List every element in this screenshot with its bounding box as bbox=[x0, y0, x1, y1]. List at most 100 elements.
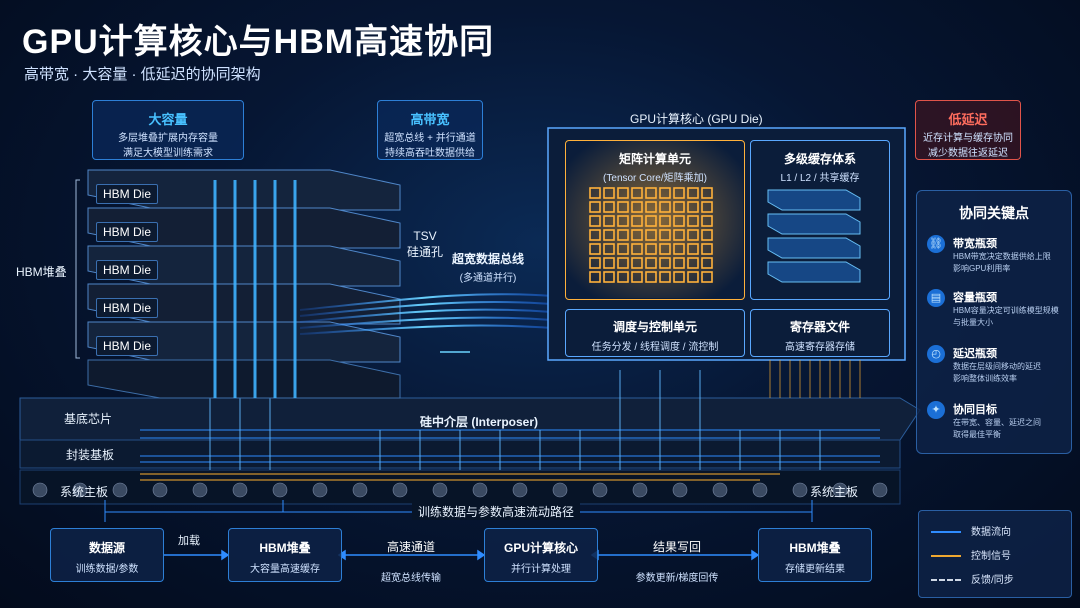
matrix-unit-title: 矩阵计算单元 bbox=[618, 152, 691, 166]
key-item-desc-1a: HBM带宽决定数据供给上限 bbox=[953, 252, 1051, 261]
page-title: GPU计算核心与HBM高速协同 bbox=[22, 23, 495, 61]
control-unit-sub: 任务分发 / 线程调度 / 流控制 bbox=[591, 342, 719, 353]
flow-arrow-label-1: 加载 bbox=[178, 535, 200, 547]
callout-capacity-desc: 多层堆叠扩展内存容量 满足大模型训练需求 bbox=[93, 131, 243, 161]
flow-box-title-2: HBM堆叠 bbox=[259, 541, 311, 555]
legend-row-control: 控制信号 bbox=[931, 547, 1011, 562]
register-file: 寄存器文件 高速寄存器存储 bbox=[750, 309, 890, 357]
flow-box-title-4: HBM堆叠 bbox=[789, 541, 841, 555]
key-item-desc-2b: 与批量大小 bbox=[953, 318, 993, 327]
bus-title: 超宽数据总线 bbox=[452, 252, 525, 266]
hbm-die-label-5: HBM Die bbox=[96, 336, 159, 356]
solder-balls bbox=[32, 482, 888, 498]
hbm-die-label-2: HBM Die bbox=[96, 222, 159, 242]
hbm-die-label-4: HBM Die bbox=[96, 298, 159, 318]
hbm-die-label-1: HBM Die bbox=[96, 184, 159, 204]
callout-bandwidth-title: 高带宽 bbox=[410, 112, 450, 127]
flow-box-gpu: GPU计算核心 并行计算处理 bbox=[484, 528, 598, 582]
legend-line-feedback bbox=[931, 579, 961, 582]
key-item-title-3: 延迟瓶颈 bbox=[953, 348, 997, 360]
legend-label-data: 数据流向 bbox=[971, 527, 1011, 538]
bus-sub: (多通道并行) bbox=[459, 273, 517, 284]
clock-icon: ◴ bbox=[927, 345, 945, 363]
cache-system-sub: L1 / L2 / 共享缓存 bbox=[780, 173, 860, 184]
flow-arrow-label-3: 结果写回 参数更新/梯度回传 bbox=[612, 538, 742, 584]
matrix-unit: 矩阵计算单元 (Tensor Core/矩阵乘加) bbox=[565, 140, 745, 300]
register-file-title: 寄存器文件 bbox=[789, 320, 850, 334]
database-icon: ▤ bbox=[927, 289, 945, 307]
callout-bandwidth-line2: 持续高吞吐数据供给 bbox=[385, 148, 475, 159]
control-unit: 调度与控制单元 任务分发 / 线程调度 / 流控制 bbox=[565, 309, 745, 357]
key-item-title-1: 带宽瓶颈 bbox=[953, 238, 997, 250]
callout-capacity: 大容量 多层堆叠扩展内存容量 满足大模型训练需求 bbox=[92, 100, 244, 160]
target-icon: ✦ bbox=[927, 401, 945, 419]
board-label-right: 系统主板 bbox=[810, 485, 859, 499]
callout-capacity-line1: 多层堆叠扩展内存容量 bbox=[118, 133, 218, 144]
interposer-label: 硅中介层 (Interposer) bbox=[420, 415, 539, 429]
callout-bandwidth-desc: 超宽总线 + 并行通道 持续高吞吐数据供给 bbox=[378, 131, 482, 161]
flow-box-sub-4: 存储更新结果 bbox=[785, 564, 845, 575]
flow-path-title: 训练数据与参数高速流动路径 bbox=[412, 503, 581, 520]
legend-label-feedback: 反馈/同步 bbox=[971, 575, 1014, 586]
hbm-die-label-3: HBM Die bbox=[96, 260, 159, 280]
legend-label-control: 控制信号 bbox=[971, 551, 1011, 562]
key-points-panel: 协同关键点 ⛓ 带宽瓶颈 HBM带宽决定数据供给上限 影响GPU利用率 ▤ 容量… bbox=[916, 190, 1072, 454]
cache-layers bbox=[767, 189, 861, 283]
hbm-stack-label: HBM堆叠 bbox=[16, 265, 67, 279]
page-subtitle: 高带宽 · 大容量 · 低延迟的协同架构 bbox=[24, 66, 261, 83]
key-item-desc-1b: 影响GPU利用率 bbox=[953, 264, 1011, 273]
flow-arrow-sub-3: 参数更新/梯度回传 bbox=[635, 573, 719, 584]
callout-latency: 低延迟 近存计算与缓存协同 减少数据往返延迟 bbox=[915, 100, 1021, 160]
tsv-label: TSV 硅通孔 bbox=[407, 228, 443, 260]
legend: 数据流向 控制信号 反馈/同步 bbox=[918, 510, 1072, 598]
callout-capacity-title: 大容量 bbox=[148, 112, 188, 127]
callout-latency-line2: 减少数据往返延迟 bbox=[928, 148, 1008, 159]
callout-bandwidth-line1: 超宽总线 + 并行通道 bbox=[384, 133, 476, 144]
callout-latency-desc: 近存计算与缓存协同 减少数据往返延迟 bbox=[916, 131, 1020, 161]
key-item-desc-3a: 数据在层级间移动的延迟 bbox=[953, 362, 1041, 371]
cache-system: 多级缓存体系 L1 / L2 / 共享缓存 bbox=[750, 140, 890, 300]
bus-label: 超宽数据总线 (多通道并行) bbox=[452, 250, 524, 284]
legend-line-control bbox=[931, 555, 961, 558]
tsv-label-line2: 硅通孔 bbox=[407, 245, 444, 259]
legend-line-data bbox=[931, 531, 961, 534]
tensor-grid bbox=[589, 187, 713, 283]
legend-row-data: 数据流向 bbox=[931, 523, 1011, 538]
key-item-desc-4b: 取得最佳平衡 bbox=[953, 430, 1001, 439]
flow-arrow-title-2: 高速通道 bbox=[386, 540, 435, 554]
callout-bandwidth: 高带宽 超宽总线 + 并行通道 持续高吞吐数据供给 bbox=[377, 100, 483, 160]
flow-box-title-3: GPU计算核心 bbox=[503, 541, 578, 555]
cache-system-title: 多级缓存体系 bbox=[783, 152, 856, 166]
network-icon: ⛓ bbox=[927, 235, 945, 253]
tsv-label-line1: TSV bbox=[413, 229, 437, 243]
substrate-label: 封装基板 bbox=[66, 448, 115, 462]
legend-row-feedback: 反馈/同步 bbox=[931, 571, 1014, 586]
flow-box-datasource: 数据源 训练数据/参数 bbox=[50, 528, 164, 582]
key-points-title: 协同关键点 bbox=[959, 205, 1029, 221]
flow-box-sub-3: 并行计算处理 bbox=[511, 564, 571, 575]
matrix-unit-sub: (Tensor Core/矩阵乘加) bbox=[603, 173, 707, 184]
callout-latency-line1: 近存计算与缓存协同 bbox=[923, 133, 1013, 144]
key-item-desc-2a: HBM容量决定可训练模型规模 bbox=[953, 306, 1059, 315]
flow-arrow-title-3: 结果写回 bbox=[652, 540, 701, 554]
callout-latency-title: 低延迟 bbox=[948, 112, 988, 127]
key-item-desc-4a: 在带宽、容量、延迟之间 bbox=[953, 418, 1041, 427]
flow-box-hbm-writeback: HBM堆叠 存储更新结果 bbox=[758, 528, 872, 582]
flow-box-title-1: 数据源 bbox=[88, 541, 125, 555]
board-label-left: 系统主板 bbox=[60, 485, 109, 499]
hbm-stack-graphic bbox=[87, 169, 401, 399]
flow-box-sub-1: 训练数据/参数 bbox=[75, 564, 139, 575]
callout-capacity-line2: 满足大模型训练需求 bbox=[123, 148, 213, 159]
flow-box-hbm: HBM堆叠 大容量高速缓存 bbox=[228, 528, 342, 582]
register-file-sub: 高速寄存器存储 bbox=[785, 342, 855, 353]
flow-box-sub-2: 大容量高速缓存 bbox=[250, 564, 320, 575]
key-item-title-2: 容量瓶颈 bbox=[953, 292, 997, 304]
gpu-die-title: GPU计算核心 (GPU Die) bbox=[630, 112, 763, 126]
base-die-label: 基底芯片 bbox=[64, 412, 113, 426]
control-unit-title: 调度与控制单元 bbox=[612, 320, 697, 334]
flow-arrow-label-2: 高速通道 超宽总线传输 bbox=[355, 538, 467, 584]
flow-arrow-sub-2: 超宽总线传输 bbox=[381, 573, 441, 584]
key-item-desc-3b: 影响整体训练效率 bbox=[953, 374, 1017, 383]
key-item-title-4: 协同目标 bbox=[953, 404, 997, 416]
